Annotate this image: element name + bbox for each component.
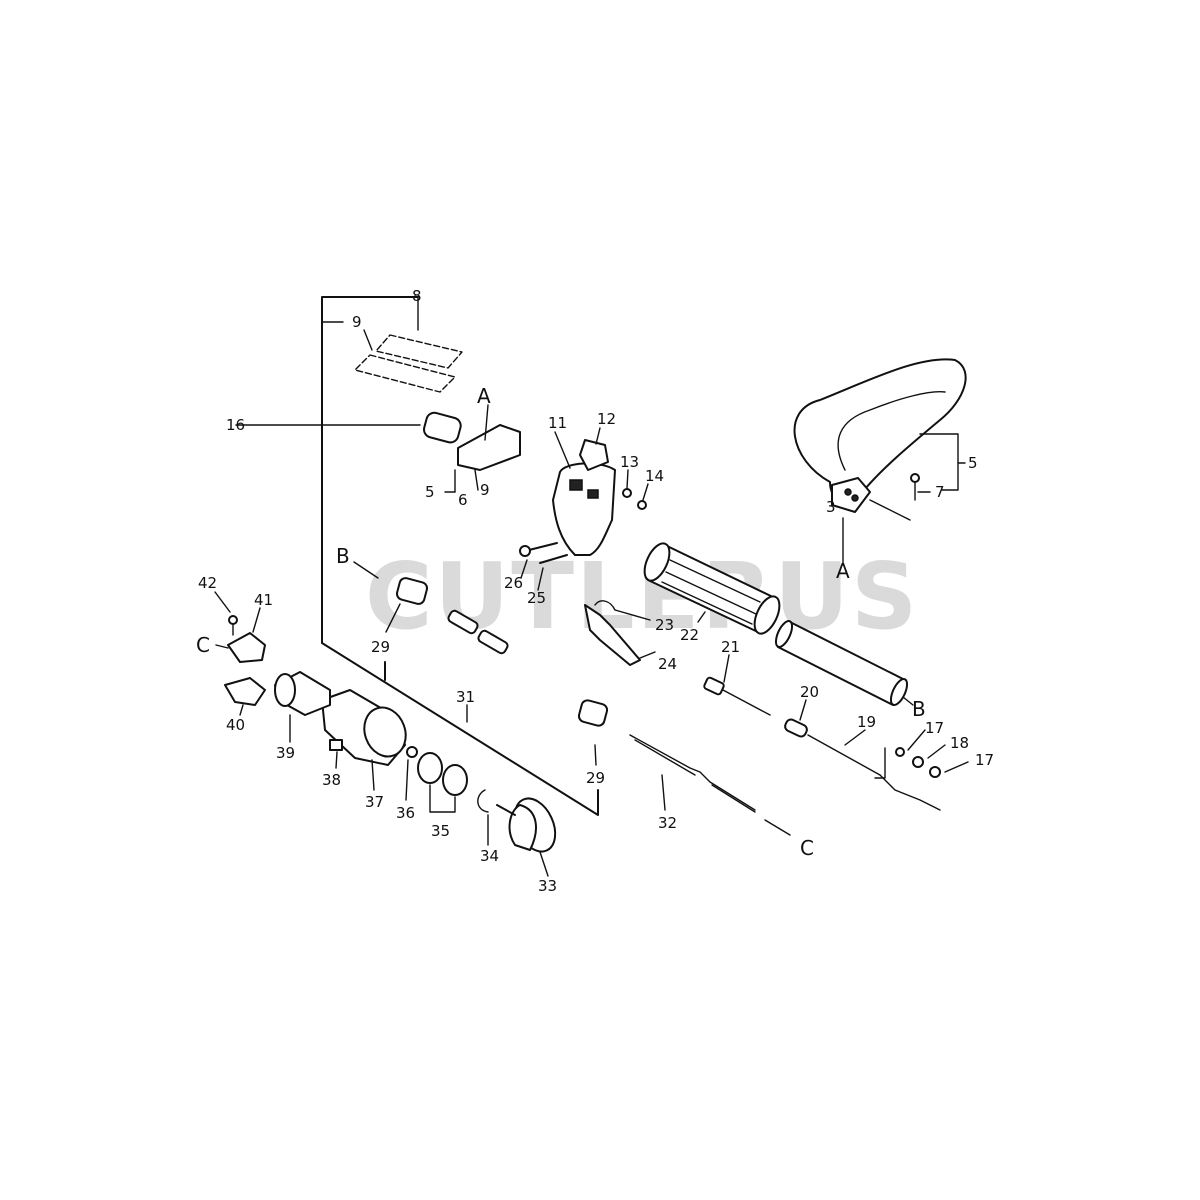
handlebar-part	[793, 358, 967, 566]
callout-5-clamp: 5	[425, 483, 435, 501]
callout-25: 25	[527, 589, 546, 607]
callout-24: 24	[658, 655, 677, 673]
ref-letter-b-tube: B	[912, 697, 926, 721]
throttle-housing-part	[519, 427, 649, 591]
callout-36: 36	[396, 804, 415, 822]
callout-22: 22	[680, 626, 699, 644]
callout-35: 35	[431, 822, 450, 840]
callout-18: 18	[950, 734, 969, 752]
callout-34: 34	[480, 847, 499, 865]
handle-tube-part	[774, 620, 914, 706]
ref-letter-c-shaft: C	[800, 836, 814, 860]
throttle-trigger-part	[584, 600, 656, 666]
ref-letter-c-clamp: C	[196, 633, 210, 657]
clamp-block-part	[423, 404, 521, 493]
callout-23: 23	[655, 616, 674, 634]
callout-11: 11	[548, 414, 567, 432]
callout-9-decal: 9	[352, 313, 362, 331]
ref-letter-a-handlebar: A	[836, 559, 850, 583]
throttle-cable-part	[703, 654, 969, 811]
shaft-bushings-part	[384, 577, 609, 766]
callout-42: 42	[198, 574, 217, 592]
callout-33: 33	[538, 877, 557, 895]
handle-grip-part	[643, 542, 781, 635]
callout-13: 13	[620, 453, 639, 471]
callout-17-bottom: 17	[975, 751, 994, 769]
callout-12: 12	[597, 410, 616, 428]
callout-21: 21	[721, 638, 740, 656]
callout-41: 41	[254, 591, 273, 609]
callout-39: 39	[276, 744, 295, 762]
ref-letter-b-bushing: B	[336, 544, 350, 568]
callout-29-upper: 29	[371, 638, 390, 656]
callout-29-lower: 29	[586, 769, 605, 787]
callout-20: 20	[800, 683, 819, 701]
clutch-drum-part	[477, 789, 557, 877]
decal-parts	[354, 329, 463, 393]
callout-17-top: 17	[925, 719, 944, 737]
assembly-bracket	[235, 296, 599, 816]
callout-14: 14	[645, 467, 664, 485]
callout-38: 38	[322, 771, 341, 789]
callout-32: 32	[658, 814, 677, 832]
gear-housing-part	[321, 689, 468, 813]
callout-37: 37	[365, 793, 384, 811]
callout-8: 8	[412, 287, 422, 305]
callout-31: 31	[456, 688, 475, 706]
callout-3: 3	[826, 498, 836, 516]
drive-shaft-part	[629, 734, 791, 836]
callout-7: 7	[935, 483, 945, 501]
ref-letter-a-clamp: A	[477, 384, 491, 408]
callout-5-handlebar: 5	[968, 454, 978, 472]
callout-16: 16	[226, 416, 245, 434]
callout-9-clamp: 9	[480, 481, 490, 499]
callout-40: 40	[226, 716, 245, 734]
callout-19: 19	[857, 713, 876, 731]
callout-26: 26	[504, 574, 523, 592]
collar-clamp-part	[214, 591, 331, 743]
watermark: CUTLERUS	[365, 543, 919, 650]
callout-6: 6	[458, 491, 468, 509]
